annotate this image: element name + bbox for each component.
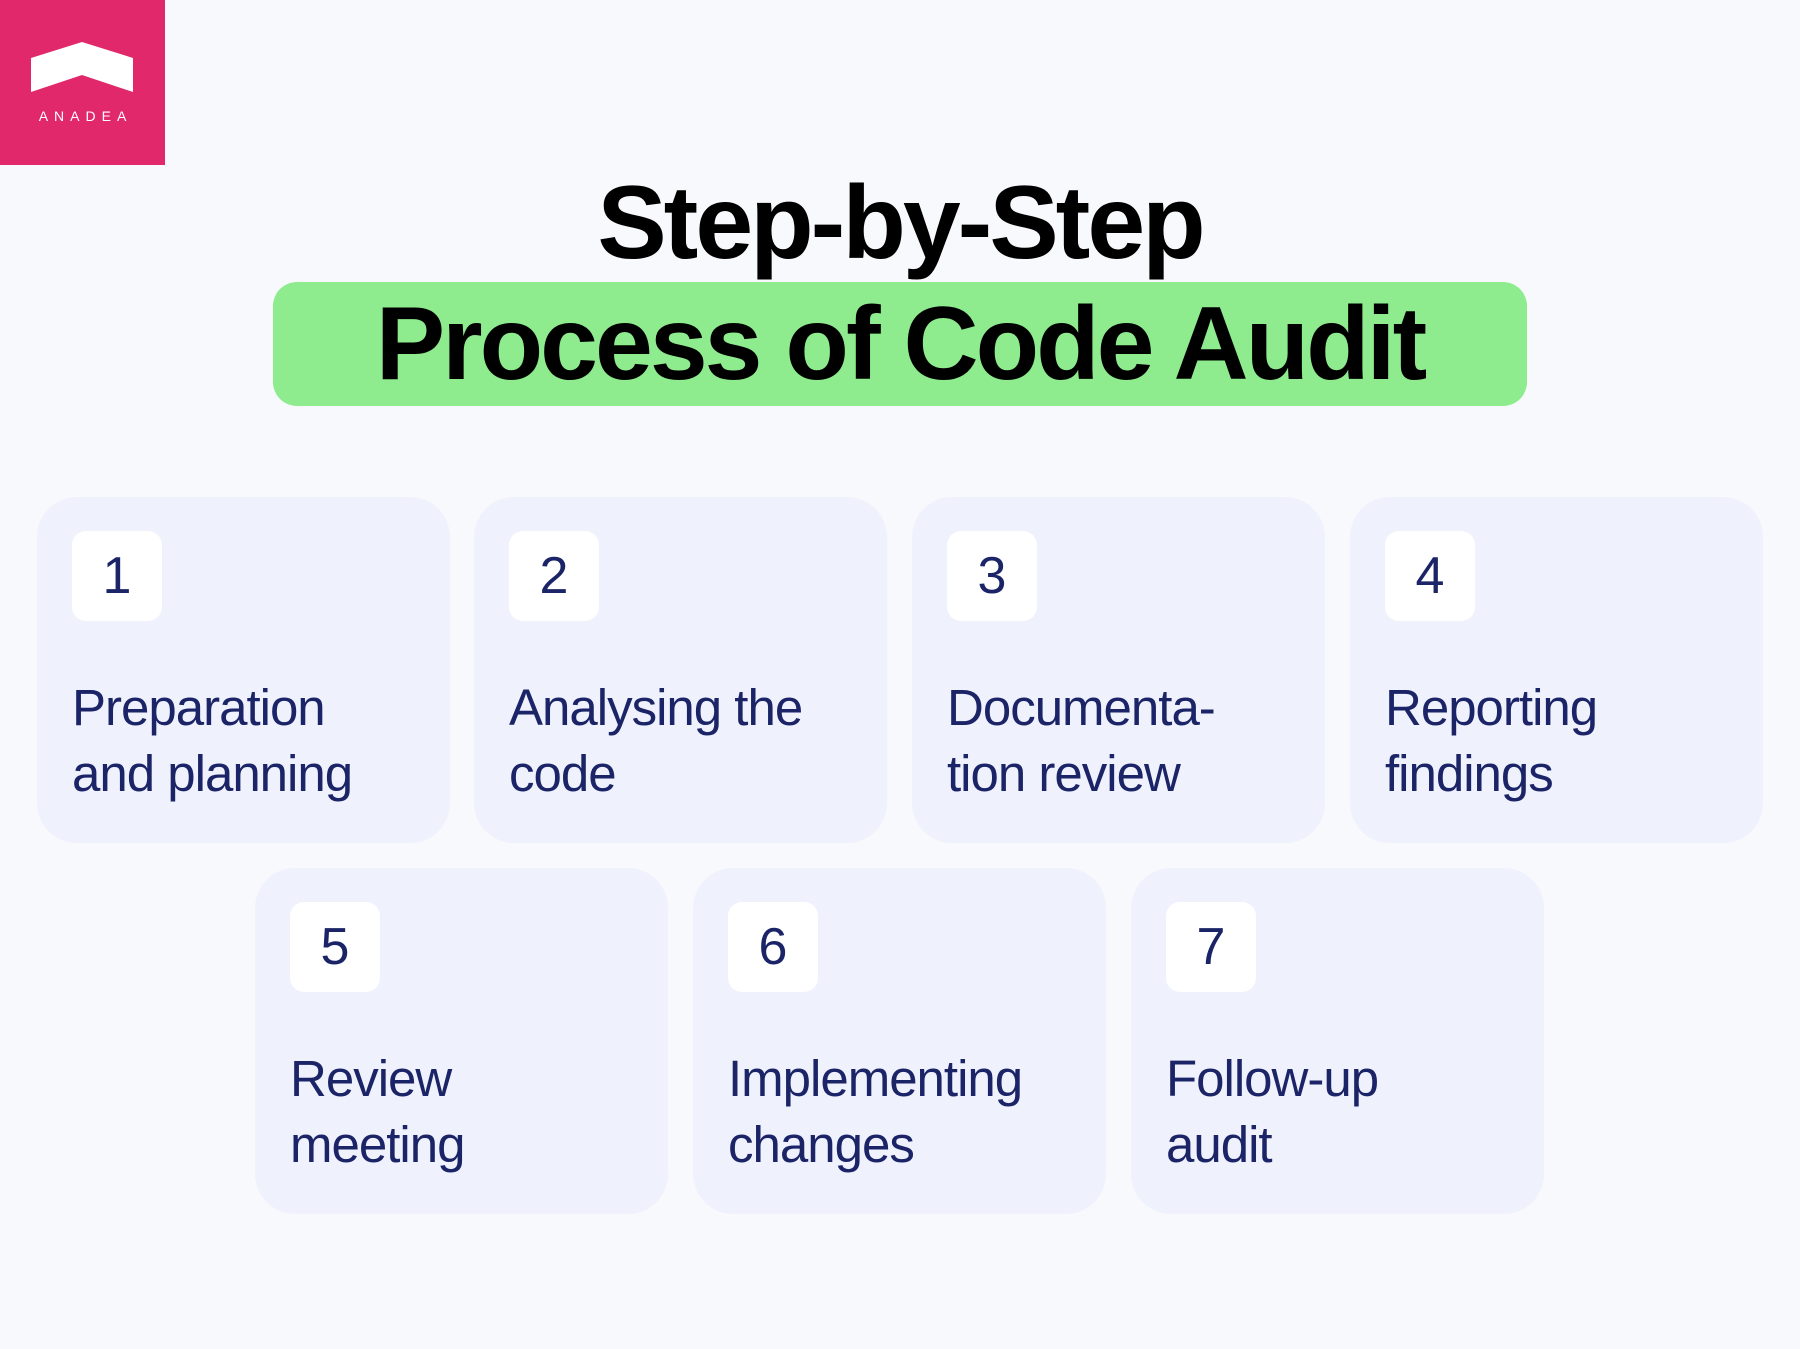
logo-text: ANADEA (38, 108, 133, 124)
title-highlight-box (273, 282, 1527, 406)
step-card-1: 1 Preparation and planning (37, 497, 450, 843)
step-label-line-1: Review (290, 1050, 452, 1107)
step-card-4: 4 Reporting findings (1350, 497, 1763, 843)
step-label-line-1: Documenta- (947, 679, 1216, 736)
step-label-line-2: changes (728, 1116, 915, 1173)
step-number-badge: 4 (1385, 531, 1475, 621)
anadea-logo[interactable]: ANADEA (0, 0, 165, 165)
step-label: Implementing changes (728, 1046, 1088, 1178)
step-label-line-2: code (509, 745, 617, 802)
step-label: Preparation and planning (72, 675, 432, 807)
step-label: Follow-up audit (1166, 1046, 1526, 1178)
step-card-7: 7 Follow-up audit (1131, 868, 1544, 1214)
step-label: Review meeting (290, 1046, 650, 1178)
step-label-line-1: Implementing (728, 1050, 1023, 1107)
step-label-line-2: audit (1166, 1116, 1273, 1173)
step-label: Analysing the code (509, 675, 869, 807)
step-label: Documenta- tion review (947, 675, 1307, 807)
chevron-roof-icon (31, 42, 133, 92)
step-label-line-1: Follow-up (1166, 1050, 1379, 1107)
step-label: Reporting findings (1385, 675, 1745, 807)
step-label-line-1: Analysing the (509, 679, 803, 736)
step-label-line-2: tion review (947, 745, 1181, 802)
step-card-6: 6 Implementing changes (693, 868, 1106, 1214)
step-label-line-1: Reporting (1385, 679, 1598, 736)
step-label-line-2: and planning (72, 745, 353, 802)
title-line-1: Step-by-Step (597, 165, 1205, 281)
step-card-5: 5 Review meeting (255, 868, 668, 1214)
step-label-line-2: findings (1385, 745, 1554, 802)
step-number-badge: 5 (290, 902, 380, 992)
step-number-badge: 3 (947, 531, 1037, 621)
step-number-badge: 6 (728, 902, 818, 992)
step-number-badge: 7 (1166, 902, 1256, 992)
title-line-2: Process of Code Audit (375, 286, 1427, 402)
step-number-badge: 1 (72, 531, 162, 621)
step-label-line-2: meeting (290, 1116, 465, 1173)
step-card-2: 2 Analysing the code (474, 497, 887, 843)
step-number-badge: 2 (509, 531, 599, 621)
step-label-line-1: Preparation (72, 679, 326, 736)
step-card-3: 3 Documenta- tion review (912, 497, 1325, 843)
